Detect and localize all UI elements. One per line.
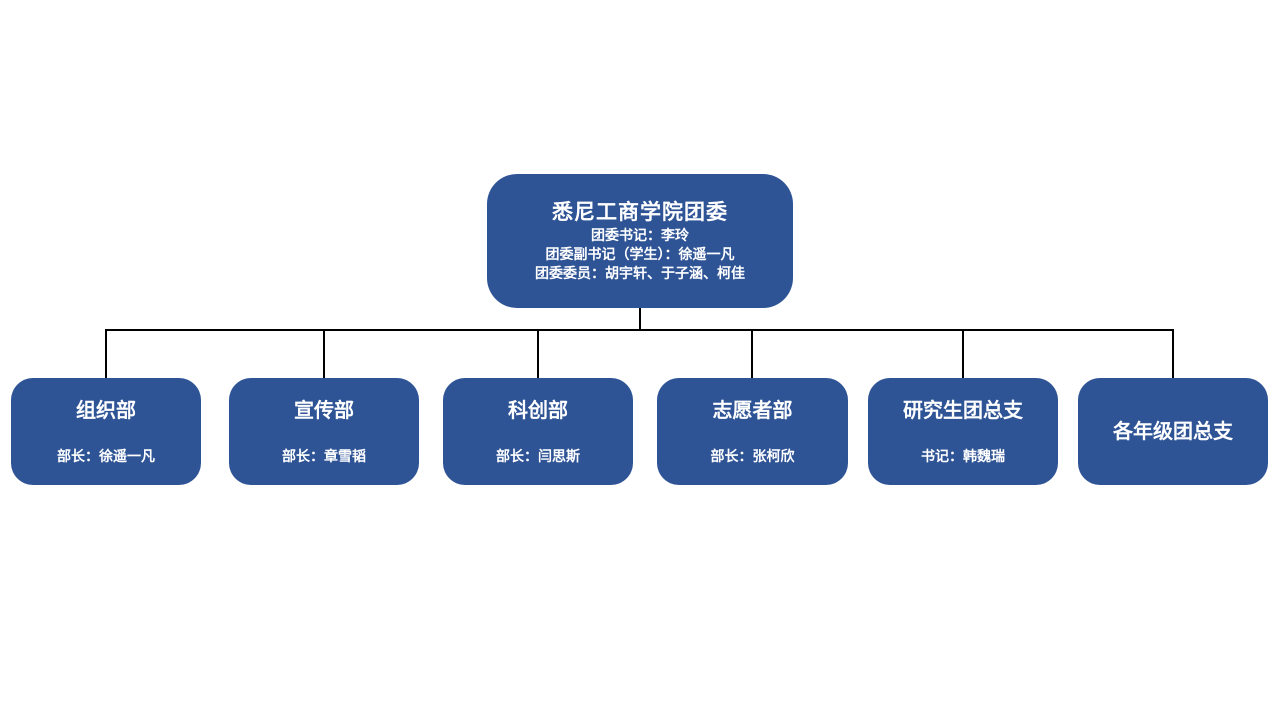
org-node-dept-sci-tech: 科创部 部长：闫思斯 (443, 378, 633, 485)
dept-leader: 部长：徐遥一凡 (57, 447, 155, 464)
root-line-members: 团委委员：胡宇轩、于子涵、柯佳 (535, 264, 745, 281)
org-node-dept-organization: 组织部 部长：徐遥一凡 (11, 378, 201, 485)
org-node-root: 悉尼工商学院团委 团委书记：李玲 团委副书记（学生）：徐遥一凡 团委委员：胡宇轩… (487, 174, 793, 308)
dept-title: 各年级团总支 (1113, 420, 1233, 443)
dept-title: 组织部 (76, 399, 136, 422)
org-node-dept-graduate-league: 研究生团总支 书记：韩魏瑞 (868, 378, 1058, 485)
dept-title: 志愿者部 (712, 399, 793, 422)
dept-title: 宣传部 (294, 399, 354, 422)
dept-title: 研究生团总支 (903, 399, 1023, 422)
dept-leader: 部长：章雪韬 (282, 447, 366, 464)
dept-leader: 部长：张柯欣 (710, 447, 795, 464)
dept-title: 科创部 (508, 399, 568, 422)
org-node-dept-grade-league: 各年级团总支 (1078, 378, 1268, 485)
dept-leader: 部长：闫思斯 (496, 447, 580, 464)
dept-leader: 书记：韩魏瑞 (921, 447, 1005, 464)
root-line-secretary: 团委书记：李玲 (591, 226, 689, 243)
org-node-dept-publicity: 宣传部 部长：章雪韬 (229, 378, 419, 485)
root-title: 悉尼工商学院团委 (552, 200, 728, 224)
root-line-deputy-secretary: 团委副书记（学生）：徐遥一凡 (545, 245, 735, 262)
org-node-dept-volunteer: 志愿者部 部长：张柯欣 (657, 378, 848, 485)
